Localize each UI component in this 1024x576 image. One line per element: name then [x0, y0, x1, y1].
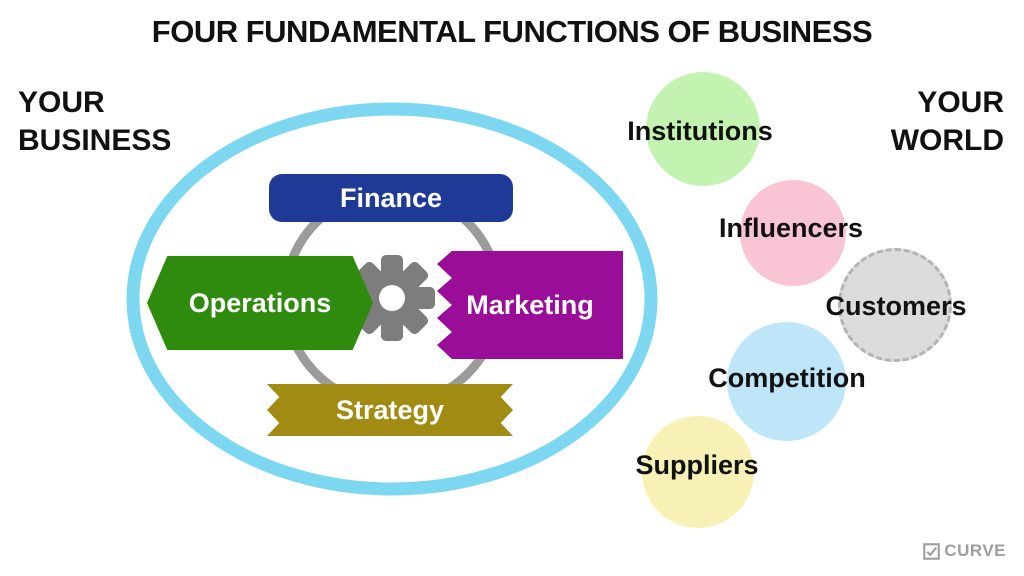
strategy-label: Strategy [335, 394, 445, 425]
competition-label: Competition [708, 363, 866, 393]
your-business-line2: BUSINESS [18, 123, 172, 157]
strategy-box: Strategy [267, 384, 513, 436]
your-business-line1: YOUR [18, 86, 105, 119]
logo-text: CURVE [944, 541, 1006, 560]
suppliers-label: Suppliers [635, 450, 759, 480]
marketing-box: Marketing [437, 251, 623, 359]
influencers-label: Influencers [718, 213, 864, 243]
your-world-line1: YOUR [917, 86, 1004, 119]
curve-logo: CURVE [923, 541, 1006, 561]
institutions-label: Institutions [627, 116, 773, 146]
checkbox-check-icon [923, 542, 941, 560]
business-ellipse-outline [126, 102, 658, 496]
finance-box: Finance [269, 174, 513, 222]
your-business-label: YOUR BUSINESS [18, 84, 171, 159]
your-world-line2: WORLD [890, 123, 1004, 157]
customers-label: Customers [825, 291, 967, 321]
competition-circle [727, 322, 846, 441]
your-world-label: YOUR WORLD [891, 84, 1004, 159]
operations-box: Operations [147, 256, 373, 350]
influencers-circle [740, 180, 846, 286]
finance-label: Finance [339, 182, 443, 213]
customers-circle [838, 248, 952, 362]
institutions-circle [646, 72, 760, 186]
marketing-label: Marketing [466, 289, 594, 320]
operations-label: Operations [188, 287, 332, 318]
suppliers-circle [642, 416, 754, 528]
slide-title: FOUR FUNDAMENTAL FUNCTIONS OF BUSINESS [151, 14, 873, 49]
